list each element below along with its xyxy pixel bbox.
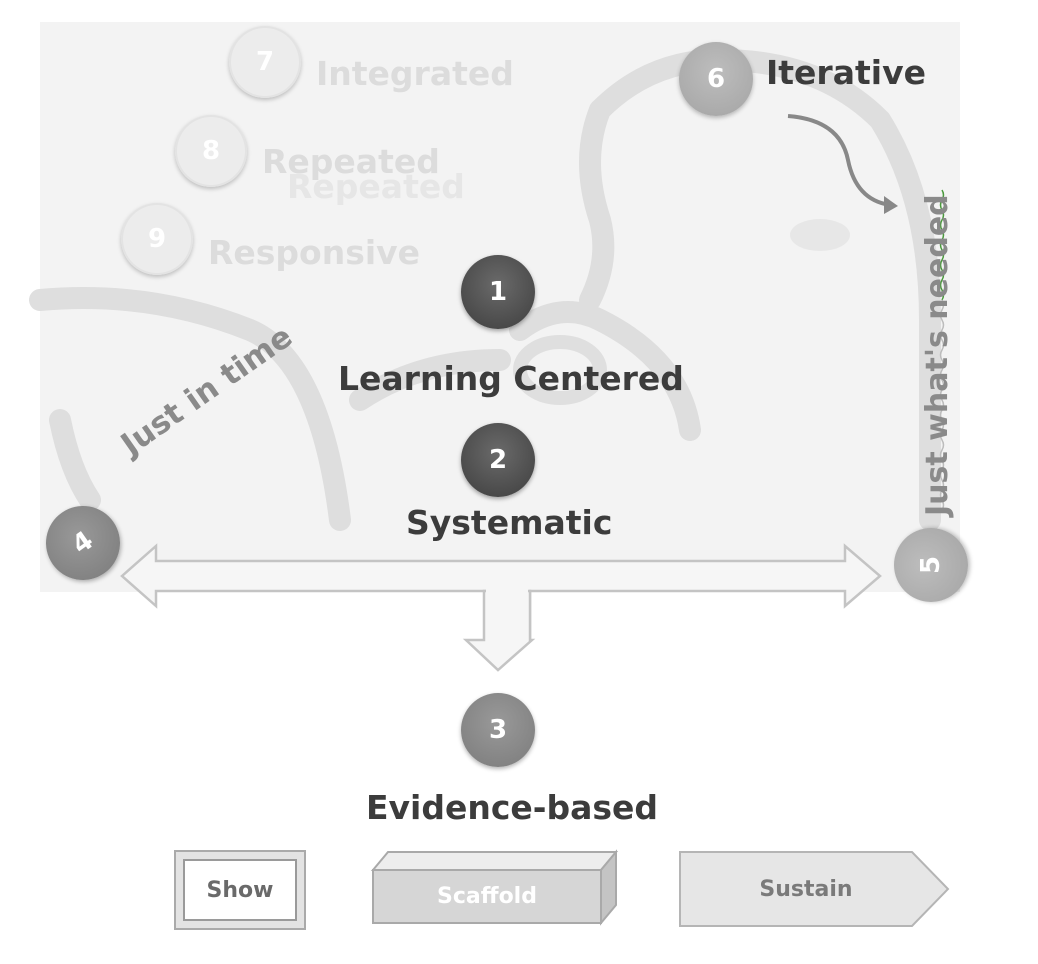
node-3-circle: 3 [461,693,535,767]
node-2-label: Systematic [406,503,613,542]
node-8-number: 8 [201,136,221,166]
curved-arrow [787,114,891,207]
sustain-arrow-shape [679,851,950,927]
node-6-circle: 6 [679,42,753,116]
wavy-underline-gray [939,299,945,511]
wavy-underline-green [939,189,945,301]
stage-sustain: Sustain [759,876,853,902]
curved-arrow-head [884,196,898,214]
node-1-number: 1 [488,277,508,307]
node-2-circle: 2 [461,423,535,497]
node-3-number: 3 [488,715,508,745]
node-1-label: Learning Centered [338,359,684,398]
scaffold-box-top [370,851,619,871]
node-9-label: Responsive [208,233,421,272]
scaffold-box-front [372,869,602,924]
stage-show: Show [206,877,274,903]
show-box-inner [183,859,297,921]
node-6-label: Iterative [766,53,926,92]
node-6-number: 6 [706,64,726,94]
node-8-label: Repeated [262,142,440,181]
node-9-circle: 9 [121,203,193,275]
node-2-number: 2 [488,445,508,475]
node-7-label: Integrated [316,54,514,93]
node-7-circle: 7 [229,26,301,98]
node-8-label-echo: Repeated [287,167,465,206]
node-3-label: Evidence-based [366,788,659,827]
down-arrow [462,589,536,672]
node-8-circle: 8 [175,115,247,187]
stage-scaffold: Scaffold [437,884,537,909]
node-7-number: 7 [255,47,275,77]
node-9-number: 9 [147,224,167,254]
node-1-circle: 1 [461,255,535,329]
